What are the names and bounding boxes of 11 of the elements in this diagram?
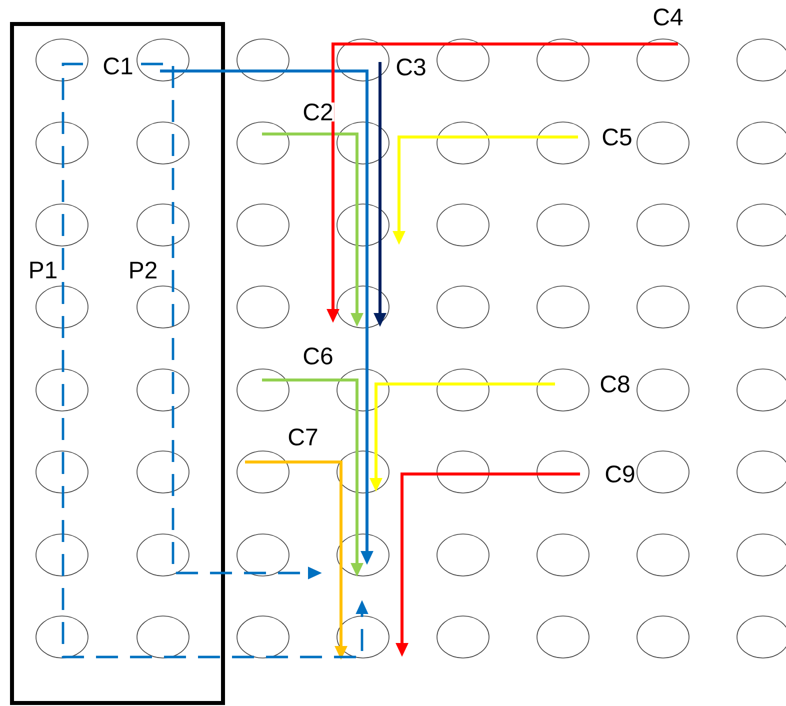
route-label: C7 <box>286 428 320 446</box>
route-label: C3 <box>394 58 428 76</box>
route-label: C4 <box>652 8 684 26</box>
route-label: P1 <box>27 260 59 280</box>
route-label: C2 <box>302 102 334 122</box>
route-label: C9 <box>604 464 636 484</box>
route-label: P2 <box>127 260 159 280</box>
route-label: C6 <box>302 346 334 366</box>
route-label: C1 <box>102 56 134 76</box>
route-label: C8 <box>598 374 632 394</box>
route-label: C5 <box>600 128 634 146</box>
